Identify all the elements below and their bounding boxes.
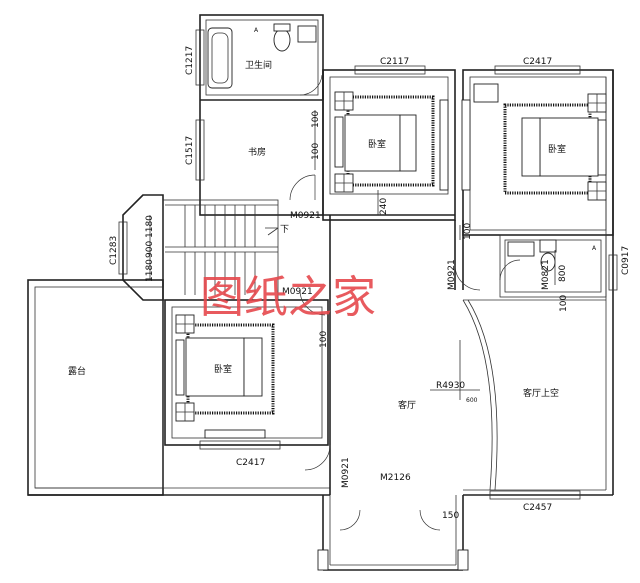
room-label-living: 客厅 [398,399,416,411]
room-label-bathroom: 卫生间 [245,59,272,71]
door-code-m0821: M0821 [541,259,551,290]
window-code-c2417-bottom: C2417 [236,458,265,468]
watermark-text: 图纸之家 [200,272,376,323]
room-label-terrace: 露台 [68,365,86,377]
dim-1180-b: 1180 [145,259,155,282]
door-code-m0921-c: M0921 [447,259,457,290]
marker-a-bathroom: A [254,27,259,34]
dim-100-d: 100 [319,331,329,348]
doors [289,74,521,531]
window-code-c1517: C1517 [185,136,195,165]
door-code-m0921-d: M0921 [341,457,351,488]
windows [118,29,618,500]
window-code-c2417-top: C2417 [523,57,552,67]
stair-direction-label: 下 [280,225,289,235]
window-code-c1217: C1217 [185,46,195,75]
bedroom-1-bed [334,91,435,193]
window-code-c0917: C0917 [621,246,631,275]
bathroom-fixtures [207,23,557,272]
door-code-m2126: M2126 [380,473,411,483]
dim-1180-a: 1180 [145,215,155,238]
staircase [165,204,279,295]
bedroom-2-bed [473,83,607,201]
door-code-m0921-b: M0921 [282,287,313,297]
dim-100-b: 100 [311,143,321,160]
window-code-c1283: C1283 [109,236,119,265]
dim-100-e: 100 [559,295,569,312]
room-label-bedroom-1: 卧室 [368,138,386,150]
wardrobes [204,99,471,439]
marker-a-small-bath: A [592,245,597,252]
bedroom-3-bed [175,314,275,422]
room-label-bedroom-3: 卧室 [214,363,232,375]
dimension-lines [149,110,556,400]
dim-150: 150 [442,511,459,521]
room-label-living-void: 客厅上空 [523,387,559,399]
door-code-m0921-a: M0921 [290,211,321,221]
radius-label-r4930: R4930 [436,381,465,391]
dim-240: 240 [379,198,389,215]
dim-800: 800 [558,265,568,282]
dim-900: 900 [145,241,155,258]
window-code-c2117: C2117 [380,57,409,67]
room-label-study: 书房 [248,146,266,158]
dim-600: 600 [466,397,478,404]
dim-100-a: 100 [311,111,321,128]
window-code-c2457: C2457 [523,503,552,513]
dim-100-c: 100 [463,223,473,240]
room-label-bedroom-2: 卧室 [548,143,566,155]
